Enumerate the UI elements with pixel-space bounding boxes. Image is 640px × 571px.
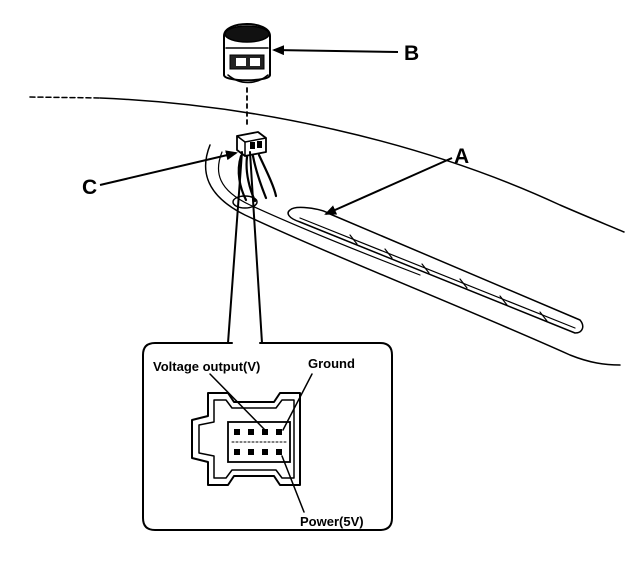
pin-row-top: [234, 429, 282, 435]
pin-leader-lines: [209, 373, 313, 513]
label-power: Power(5V): [300, 514, 364, 529]
pin-voltage-output: [262, 429, 268, 435]
pin-row-bottom: [234, 449, 282, 455]
zoom-lines: [227, 151, 263, 344]
dashboard-panel: [29, 96, 625, 366]
callout-arrow-a: [324, 157, 453, 215]
connector-face: [191, 392, 301, 486]
label-voltage-output: Voltage output(V): [153, 359, 260, 374]
harness-connector: [236, 131, 267, 157]
sensor-cap: [223, 23, 271, 84]
callout-label-a: A: [454, 145, 469, 168]
callout-arrow-c: [99, 150, 238, 186]
vent-grille: [287, 206, 584, 334]
callout-label-c: C: [82, 176, 97, 199]
connector-detail-box: Voltage output(V) Ground Power(5V): [142, 341, 393, 531]
callout-arrow-b: [272, 45, 399, 56]
callout-arrows: [99, 45, 453, 215]
pin-power: [276, 449, 282, 455]
pin-ground: [276, 429, 282, 435]
label-ground: Ground: [308, 356, 355, 371]
wire-harness: [237, 153, 278, 203]
callout-label-b: B: [404, 42, 419, 65]
